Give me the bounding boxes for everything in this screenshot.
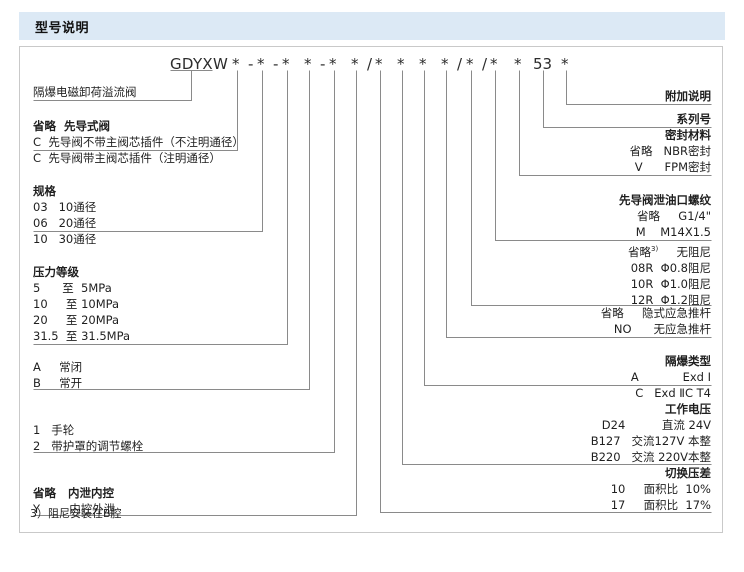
model-code-token-0: *: [232, 55, 240, 73]
group-line: 省略 内泄内控: [33, 486, 115, 500]
group-line: 规格: [33, 184, 56, 198]
group-line: 20 至 20MPa: [33, 313, 120, 327]
group-line: NO 无应急推杆: [613, 322, 711, 336]
group-damping-orifice: 省略3) 无阻尼 08R Φ0.8阻尼 10R Φ1.0阻尼 12R Φ1.2阻…: [628, 241, 711, 308]
group-line: 密封材料: [665, 128, 711, 142]
group-emergency-rod: 省略 隐式应急推杆 NO 无应急推杆: [601, 305, 711, 337]
group-line: C 先导阀不带主阀芯插件（不注明通径）: [33, 135, 244, 149]
model-code-token-15: *: [466, 55, 474, 73]
group-line: B 常开: [33, 376, 83, 390]
group-line: 系列号: [676, 112, 712, 126]
model-code-token-8: *: [351, 55, 359, 73]
group-line: 17 面积比 17%: [610, 498, 711, 512]
group-line: 附加说明: [665, 89, 711, 103]
model-code-token-11: *: [397, 55, 405, 73]
damping-none-base: 省略: [628, 244, 652, 259]
group-line: A 常闭: [33, 360, 83, 374]
group-switch-pressure-diff: 切换压差 10 面积比 10% 17 面积比 17%: [611, 465, 711, 513]
group-line: 08R Φ0.8阻尼: [630, 260, 711, 275]
model-code-token-18: *: [514, 55, 522, 73]
group-line: B127 交流127V 本整: [590, 434, 711, 448]
damping-none-tail: 无阻尼: [658, 244, 711, 259]
group-line: Y 内控外泄: [33, 502, 116, 516]
group-line: B220 交流 220V本整: [590, 450, 711, 464]
group-line: 省略 隐式应急推杆: [600, 306, 711, 320]
group-line: 2 带护罩的调节螺栓: [33, 439, 144, 453]
model-code-family: GDYXW: [170, 55, 229, 73]
page-title: 型号说明: [35, 20, 90, 36]
group-line: C Exd ⅡC T4: [635, 386, 711, 400]
model-code-token-14: /: [457, 55, 463, 73]
group-line: V FPM密封: [634, 160, 711, 174]
group-line: 省略 NBR密封: [629, 144, 711, 158]
group-line: 03 10通径: [33, 200, 97, 214]
model-code-token-16: /: [482, 55, 488, 73]
group-product-name: 隔爆电磁卸荷溢流阀: [33, 84, 137, 100]
group-line: 1 手轮: [33, 423, 75, 437]
group-line: 隔爆电磁卸荷溢流阀: [33, 85, 137, 99]
group-normal-state: A 常闭 B 常开: [33, 359, 82, 391]
group-pilot-drain-thread: 先导阀泄油口螺纹 省略 G1/4" M M14X1.5: [619, 192, 711, 240]
group-line-damping-none: 省略3) 无阻尼: [628, 241, 711, 260]
group-line: 10 至 10MPa: [33, 297, 120, 311]
model-code-token-12: *: [419, 55, 427, 73]
group-drain-control: 省略 内泄内控 Y 内控外泄: [33, 485, 115, 517]
group-line: 工作电压: [665, 402, 711, 416]
model-code-token-7: *: [329, 55, 337, 73]
model-code-token-2: *: [257, 55, 265, 73]
group-seal-material: 密封材料 省略 NBR密封 V FPM密封: [630, 127, 711, 175]
group-adjust-type: 1 手轮 2 带护罩的调节螺栓: [33, 422, 143, 454]
group-line: D24 直流 24V: [601, 418, 711, 432]
group-series-number: 系列号: [677, 111, 712, 127]
group-line: 10R Φ1.0阻尼: [630, 276, 711, 291]
model-code-token-10: *: [375, 55, 383, 73]
group-line: 31.5 至 31.5MPa: [33, 329, 131, 343]
group-line: 10 面积比 10%: [610, 482, 711, 496]
model-code-row: GDYXW * - * - * * - * * / * * * * / * / …: [0, 55, 744, 77]
group-line: C 先导阀带主阀芯插件（注明通径）: [33, 151, 221, 165]
group-line: 06 20通径: [33, 216, 97, 230]
model-code-token-5: *: [304, 55, 312, 73]
group-explosion-proof-type: 隔爆类型 A Exd Ⅰ C Exd ⅡC T4: [631, 353, 711, 401]
group-line: M M14X1.5: [635, 225, 711, 239]
section-header-bar: 型号说明: [19, 12, 725, 40]
group-pressure-grade: 压力等级 5 至 5MPa 10 至 10MPa 20 至 20MPa 31.5…: [33, 264, 130, 344]
group-pilot-type: 省略 先导式阀 C 先导阀不带主阀芯插件（不注明通径） C 先导阀带主阀芯插件（…: [33, 118, 244, 166]
group-line: 隔爆类型: [665, 354, 711, 368]
model-code-token-9: /: [367, 55, 373, 73]
model-code-token-3: -: [273, 55, 279, 73]
group-line: 切换压差: [665, 466, 711, 480]
model-code-token-1: -: [248, 55, 254, 73]
group-working-voltage: 工作电压 D24 直流 24V B127 交流127V 本整 B220 交流 2…: [591, 401, 711, 465]
model-code-token-6: -: [320, 55, 326, 73]
model-code-token-13: *: [441, 55, 449, 73]
model-code-token-4: *: [282, 55, 290, 73]
model-code-token-19: 53: [533, 55, 553, 73]
group-size-spec: 规格 03 10通径 06 20通径 10 30通径: [33, 183, 96, 247]
model-code-token-17: *: [490, 55, 498, 73]
group-line: 12R Φ1.2阻尼: [630, 292, 711, 307]
damping-none-superscript: 3): [651, 245, 659, 253]
group-line: 先导阀泄油口螺纹: [619, 193, 711, 207]
group-line: 省略 G1/4": [637, 209, 711, 223]
group-line: 5 至 5MPa: [33, 281, 112, 295]
group-line: A Exd Ⅰ: [630, 370, 711, 384]
group-line: 压力等级: [33, 265, 79, 279]
group-additional-note: 附加说明: [665, 88, 711, 104]
footnote: 3）阻尼安装在B腔: [30, 506, 122, 522]
model-code-token-20: *: [561, 55, 569, 73]
footnote-text: 3）阻尼安装在B腔: [30, 507, 122, 520]
group-line: 省略 先导式阀: [33, 119, 111, 133]
group-line: 10 30通径: [33, 232, 97, 246]
